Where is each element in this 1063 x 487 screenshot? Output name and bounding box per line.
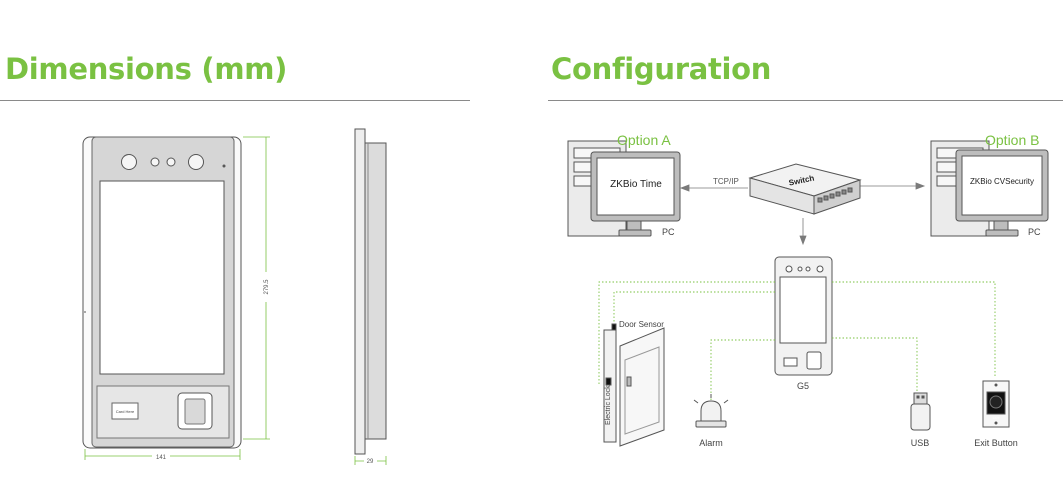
- depth-dimension-label: 29: [367, 459, 374, 465]
- dimensions-divider: [0, 100, 470, 101]
- pc-a-screen-text: ZKBio Time: [610, 179, 662, 190]
- height-dimension-label: 279.5: [264, 279, 270, 295]
- g5-device: [774, 256, 833, 376]
- alarm-icon: [693, 394, 729, 428]
- exit-text: EXIT: [993, 416, 1000, 420]
- pc-a-label: PC: [662, 227, 675, 237]
- usb-icon: [910, 392, 931, 431]
- g5-label: G5: [797, 381, 809, 391]
- side-back: [354, 128, 366, 455]
- g5-fingerprint: [806, 351, 822, 370]
- electric-lock: [605, 377, 612, 386]
- fingerprint-inner: [184, 398, 206, 425]
- camera-dot-2: [166, 157, 176, 167]
- device-side-view: [354, 128, 387, 455]
- width-dimension-label: 141: [156, 455, 167, 461]
- door-sensor: [611, 323, 617, 331]
- pc-b-screen: [961, 155, 1043, 216]
- option-b-label: Option B: [985, 132, 1039, 148]
- tcp-ip-label: TCP/IP: [713, 177, 739, 186]
- exit-button-icon: [982, 380, 1010, 428]
- configuration-title: Configuration: [551, 52, 772, 86]
- g5-card-area: [783, 357, 798, 367]
- pc-option-a: [567, 140, 681, 237]
- camera-right: [188, 154, 204, 170]
- usb-label: USB: [911, 438, 930, 448]
- exit-button-label: Exit Button: [974, 438, 1018, 448]
- option-a-label: Option A: [617, 132, 671, 148]
- front-screen: [99, 180, 225, 375]
- device-front-view: [82, 136, 242, 449]
- network-switch: [748, 163, 862, 215]
- alarm-label: Alarm: [699, 438, 723, 448]
- g5-screen: [779, 276, 827, 344]
- peripheral-wiring: [598, 281, 996, 400]
- pc-option-b: [930, 140, 1049, 237]
- dimensions-title: Dimensions (mm): [5, 52, 288, 86]
- configuration-divider: [548, 100, 1063, 101]
- front-sensor-dot: [222, 164, 226, 168]
- card-here-label: Card Here: [116, 409, 135, 414]
- pc-b-label: PC: [1028, 227, 1041, 237]
- side-front: [364, 142, 387, 440]
- camera-left: [121, 154, 137, 170]
- pc-b-screen-text: ZKBio CVSecurity: [970, 177, 1034, 186]
- card-area: [111, 402, 139, 420]
- door-sensor-label: Door Sensor: [619, 320, 664, 329]
- pc-a-screen: [596, 157, 675, 216]
- camera-dot-1: [150, 157, 160, 167]
- door: [603, 323, 665, 447]
- network-links: [679, 182, 926, 246]
- door-frame: [603, 329, 617, 443]
- electric-lock-label: Electric Lock: [605, 385, 612, 425]
